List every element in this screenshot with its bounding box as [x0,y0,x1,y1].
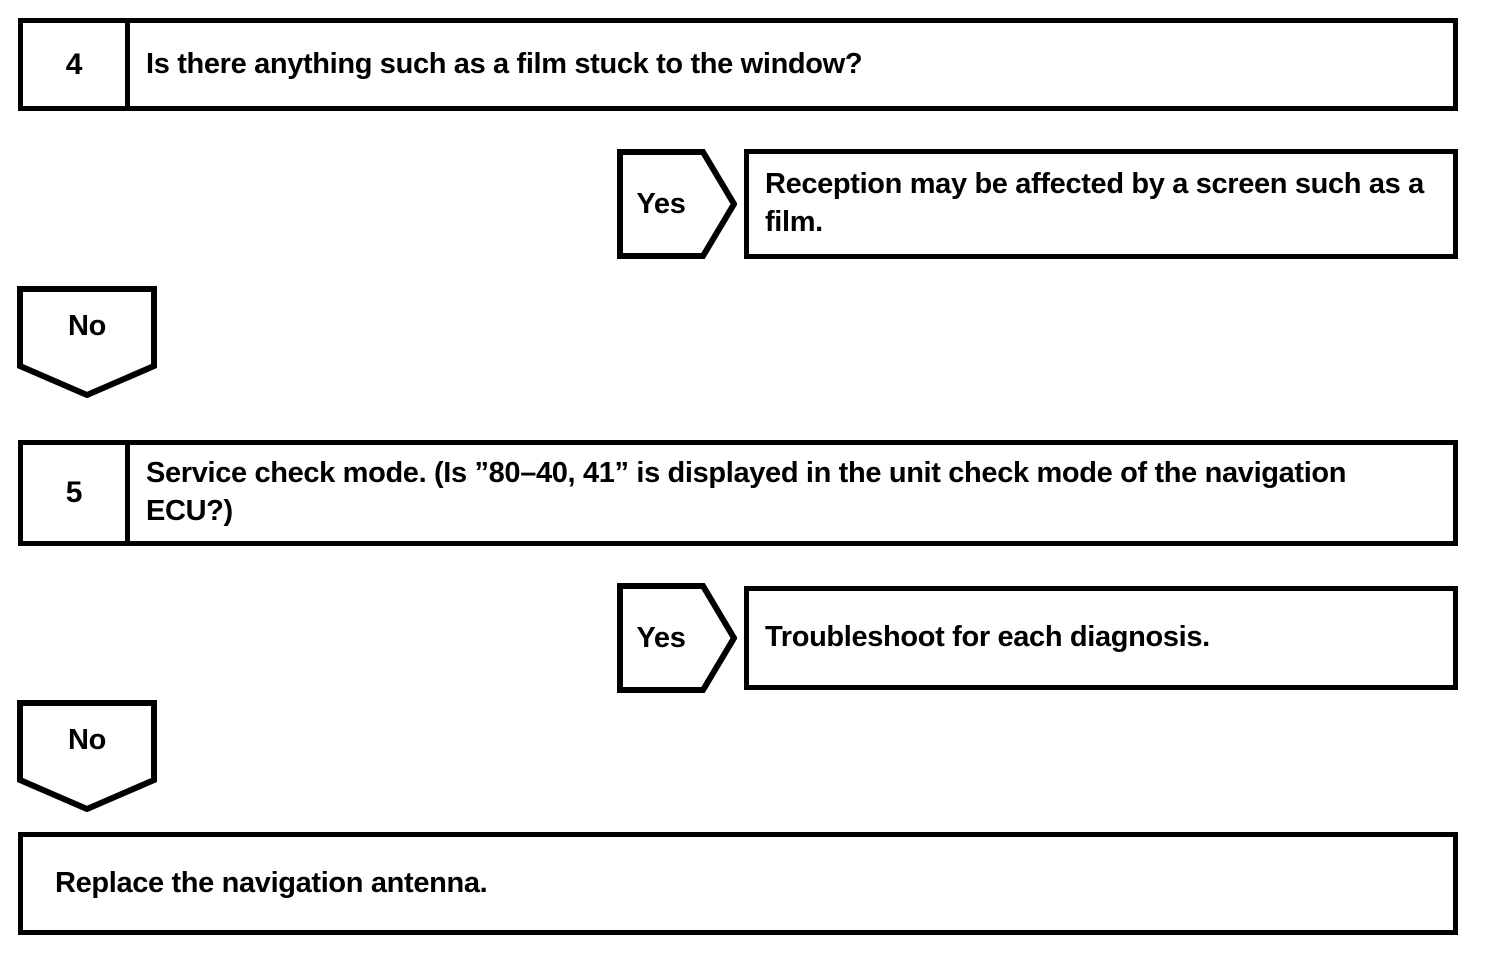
result-text-troubleshoot: Troubleshoot for each diagnosis. [765,621,1210,654]
step-question-5: Service check mode. (Is ”80–40, 41” is d… [146,457,1347,527]
yes-arrow-2: Yes [617,583,737,693]
final-action-text: Replace the navigation antenna. [55,866,488,899]
step-box-5: 5 Service check mode. (Is ”80–40, 41” is… [18,440,1458,546]
yes-arrow-label-2: Yes [636,621,686,654]
no-arrow-label-1: No [67,309,107,342]
result-box-final-action: Replace the navigation antenna. [18,832,1458,935]
result-text-reception: Reception may be affected by a screen su… [765,168,1424,238]
step-box-4: 4 Is there anything such as a film stuck… [18,18,1458,111]
no-arrow-label-2: No [67,723,107,756]
no-arrow-2: No [17,700,157,812]
yes-arrow-1: Yes [617,149,737,259]
step-number-5: 5 [23,445,130,541]
step-question-4: Is there anything such as a film stuck t… [146,47,863,80]
no-arrow-1: No [17,286,157,398]
yes-arrow-label-1: Yes [636,187,686,220]
result-box-troubleshoot: Troubleshoot for each diagnosis. [744,586,1458,690]
result-box-reception: Reception may be affected by a screen su… [744,149,1458,259]
step-number-4: 4 [23,23,130,106]
